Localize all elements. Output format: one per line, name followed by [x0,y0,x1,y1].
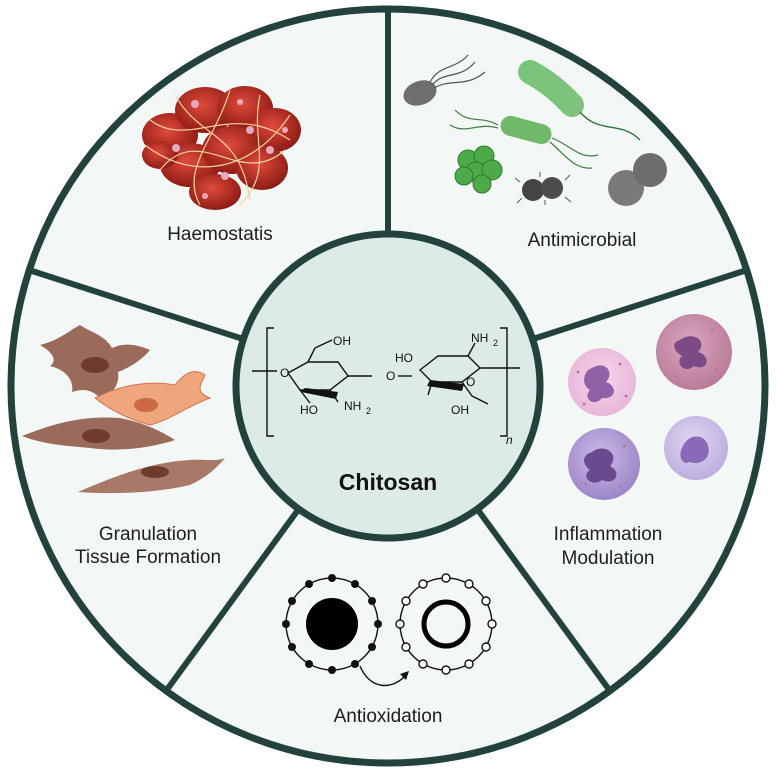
glycosidic-o-label: O [386,369,395,383]
segment-label-inflammation-line1: Inflammation [554,524,663,545]
left-bracket [266,327,274,437]
right-bracket [500,327,508,437]
repeat-unit-n: n [506,433,513,447]
chitosan-structure-wedges [301,380,464,399]
nh2-right-subscript: 2 [493,338,498,348]
segment-label-antimicrobial: Antimicrobial [528,230,637,251]
fibroblast-cells-icon [22,325,225,494]
nh2-right-label: NH [471,331,488,345]
blood-clot-icon [142,86,301,210]
nh2-left-label: NH [344,399,361,413]
ho-left-label: HO [300,403,318,417]
segment-label-inflammation-line2: Modulation [562,548,655,569]
oh-bottom-label: OH [451,403,469,417]
segment-label-haemostatis: Haemostatis [167,224,273,245]
nh2-left-subscript: 2 [366,406,371,416]
center-circle [232,230,544,542]
oh-top-label: OH [333,334,351,348]
svg-text:O: O [466,375,475,389]
immune-cells-icon [568,314,732,500]
segment-label-granulation-line2: Tissue Formation [75,547,221,568]
ho-right-label: HO [395,351,413,365]
segment-dividers [28,9,748,693]
center-label: Chitosan [339,469,437,495]
svg-text:O: O [280,366,289,380]
bacteria-icon [403,54,667,206]
segment-label-antioxidation: Antioxidation [334,706,443,727]
electron-transfer-icon [282,573,497,687]
segment-label-granulation-line1: Granulation [99,524,197,545]
